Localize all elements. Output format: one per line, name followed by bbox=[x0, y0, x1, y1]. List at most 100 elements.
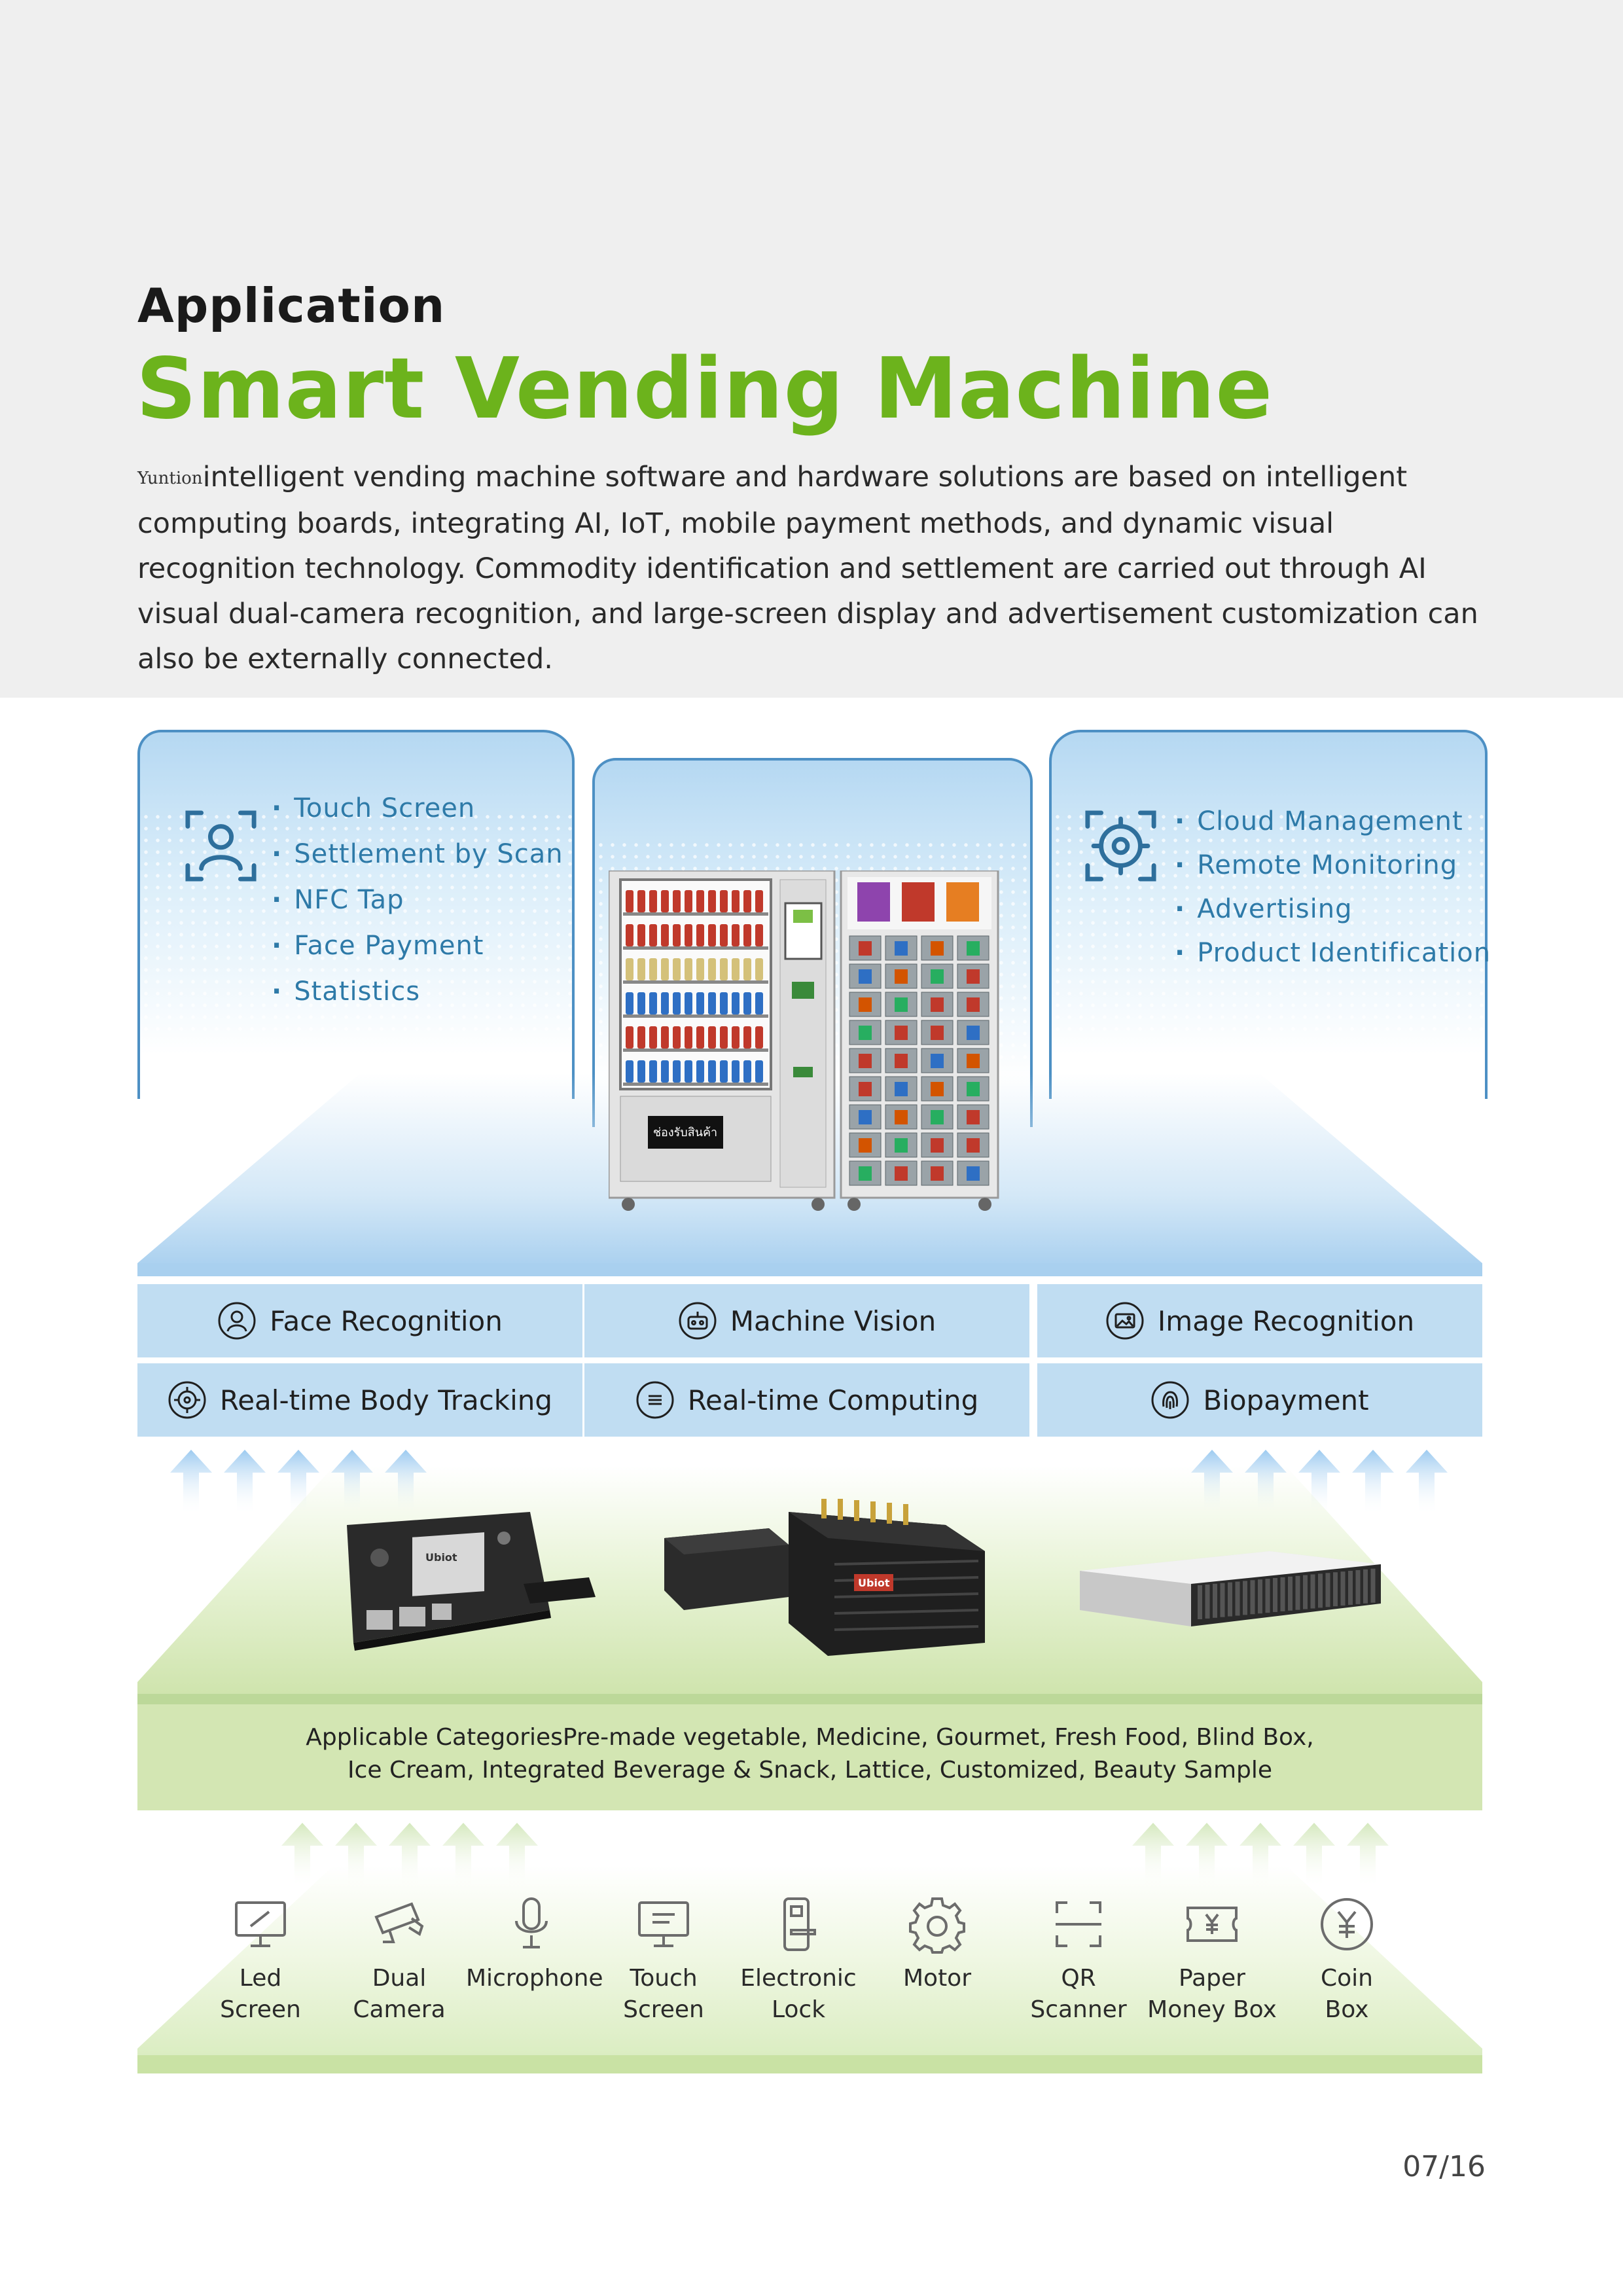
locker-cell bbox=[885, 1132, 918, 1158]
bottle bbox=[720, 958, 728, 980]
box-brand: Ubiot bbox=[858, 1577, 890, 1589]
locker-item bbox=[895, 1110, 908, 1124]
peripheral-label-2: Money Box bbox=[1147, 1996, 1277, 2023]
drive-bay bbox=[1258, 1579, 1262, 1614]
list-item: Touch Screen bbox=[272, 793, 563, 839]
locker-item bbox=[931, 1166, 944, 1181]
lock-icon bbox=[783, 1897, 816, 1951]
bottle bbox=[626, 924, 633, 946]
peripheral-label-1: Motor bbox=[902, 1965, 972, 1992]
applicable-categories: Applicable CategoriesPre-made vegetable,… bbox=[137, 1721, 1482, 1787]
locker-item bbox=[895, 969, 908, 984]
peripheral-label-2: Camera bbox=[353, 1996, 446, 2023]
locker-item bbox=[859, 1026, 872, 1040]
list-item: Remote Monitoring bbox=[1175, 850, 1491, 894]
locker-item bbox=[895, 1082, 908, 1096]
bottle bbox=[649, 890, 657, 912]
snack-pack bbox=[857, 882, 890, 922]
drive-bay bbox=[1288, 1576, 1293, 1611]
bottle bbox=[708, 992, 716, 1014]
bottle bbox=[696, 992, 704, 1014]
drive-bay bbox=[1265, 1579, 1270, 1613]
left-feature-list: Touch Screen Settlement by Scan NFC Tap … bbox=[272, 793, 563, 1022]
locker-item bbox=[967, 1026, 980, 1040]
bottle bbox=[626, 992, 633, 1014]
shelf bbox=[623, 946, 768, 950]
list-item: Cloud Management bbox=[1175, 806, 1491, 850]
locker-item bbox=[895, 1026, 908, 1040]
locker-item bbox=[967, 1110, 980, 1124]
feature-label: Real-time Body Tracking bbox=[219, 1384, 553, 1416]
bottle bbox=[685, 924, 692, 946]
bottle bbox=[732, 890, 740, 912]
fingerprint-icon bbox=[1151, 1381, 1189, 1419]
bottle bbox=[732, 924, 740, 946]
drive-bay bbox=[1363, 1569, 1368, 1604]
arrow bbox=[170, 1450, 212, 1515]
list-item: Advertising bbox=[1175, 894, 1491, 938]
edge-box-image: Ubiot bbox=[664, 1499, 985, 1656]
bottle bbox=[732, 1026, 740, 1049]
bottle bbox=[649, 958, 657, 980]
touch-screen-icon bbox=[638, 1901, 689, 1947]
drive-bay bbox=[1310, 1574, 1315, 1609]
computing-board-image: Ubiot bbox=[347, 1512, 596, 1651]
bottle bbox=[637, 992, 645, 1014]
drive-bay bbox=[1325, 1573, 1330, 1607]
peripheral-dual-camera: Dual Camera bbox=[334, 1895, 465, 2026]
drive-bay bbox=[1198, 1585, 1202, 1619]
bottle bbox=[685, 1026, 692, 1049]
bottle bbox=[720, 1026, 728, 1049]
peripheral-paper-money-box: Paper Money Box bbox=[1147, 1895, 1277, 2026]
user-scan-icon bbox=[185, 810, 257, 882]
drive-bay bbox=[1333, 1572, 1338, 1607]
peripheral-electronic-lock: Electronic Lock bbox=[733, 1895, 864, 2026]
locker-item bbox=[859, 1054, 872, 1068]
bottle bbox=[708, 924, 716, 946]
drive-bay bbox=[1295, 1575, 1300, 1610]
bottle bbox=[720, 1060, 728, 1083]
arrow bbox=[1298, 1450, 1340, 1515]
peripheral-motor: Motor bbox=[872, 1895, 1003, 1994]
cctv-camera-icon bbox=[374, 1902, 424, 1943]
drive-bay bbox=[1355, 1570, 1361, 1604]
page-number: 07/16 bbox=[1402, 2150, 1486, 2183]
arrow bbox=[1132, 1823, 1174, 1888]
locker-cell bbox=[849, 1104, 882, 1130]
right-feature-list: Cloud Management Remote Monitoring Adver… bbox=[1175, 806, 1491, 982]
bottle bbox=[708, 890, 716, 912]
list-item: Statistics bbox=[272, 977, 563, 1022]
shelf bbox=[623, 1083, 768, 1086]
drive-bay bbox=[1220, 1583, 1225, 1617]
bottle bbox=[743, 924, 751, 946]
peripheral-label-1: Electronic bbox=[740, 1965, 857, 1992]
drive-bay bbox=[1243, 1581, 1247, 1615]
feature-realtime-computing: Real-time Computing bbox=[584, 1363, 1029, 1437]
bottle bbox=[696, 1026, 704, 1049]
list-icon bbox=[636, 1381, 674, 1419]
list-item: NFC Tap bbox=[272, 885, 563, 931]
face-icon bbox=[218, 1302, 256, 1340]
shelf bbox=[623, 980, 768, 984]
bottle bbox=[696, 924, 704, 946]
peripheral-microphone: Microphone bbox=[466, 1895, 603, 1994]
microphone-icon bbox=[515, 1897, 548, 1948]
board-brand: Ubiot bbox=[425, 1551, 457, 1564]
locker-item bbox=[859, 1138, 872, 1153]
drive-bay bbox=[1280, 1577, 1285, 1611]
drive-bay bbox=[1318, 1573, 1323, 1608]
bottle bbox=[720, 890, 728, 912]
locker-item bbox=[859, 1166, 872, 1181]
target-scan-icon bbox=[1085, 810, 1156, 882]
bottle bbox=[673, 1060, 681, 1083]
peripheral-label-2: Box bbox=[1325, 1996, 1369, 2023]
locker-item bbox=[931, 941, 944, 956]
feature-biopayment: Biopayment bbox=[1037, 1363, 1482, 1437]
locker-item bbox=[859, 1082, 872, 1096]
feature-label: Face Recognition bbox=[270, 1304, 503, 1337]
peripheral-label-2: Screen bbox=[220, 1996, 301, 2023]
locker-item bbox=[967, 969, 980, 984]
list-item: Product Identification bbox=[1175, 938, 1491, 982]
bottle bbox=[696, 1060, 704, 1083]
banknote-icon bbox=[1186, 1907, 1238, 1942]
